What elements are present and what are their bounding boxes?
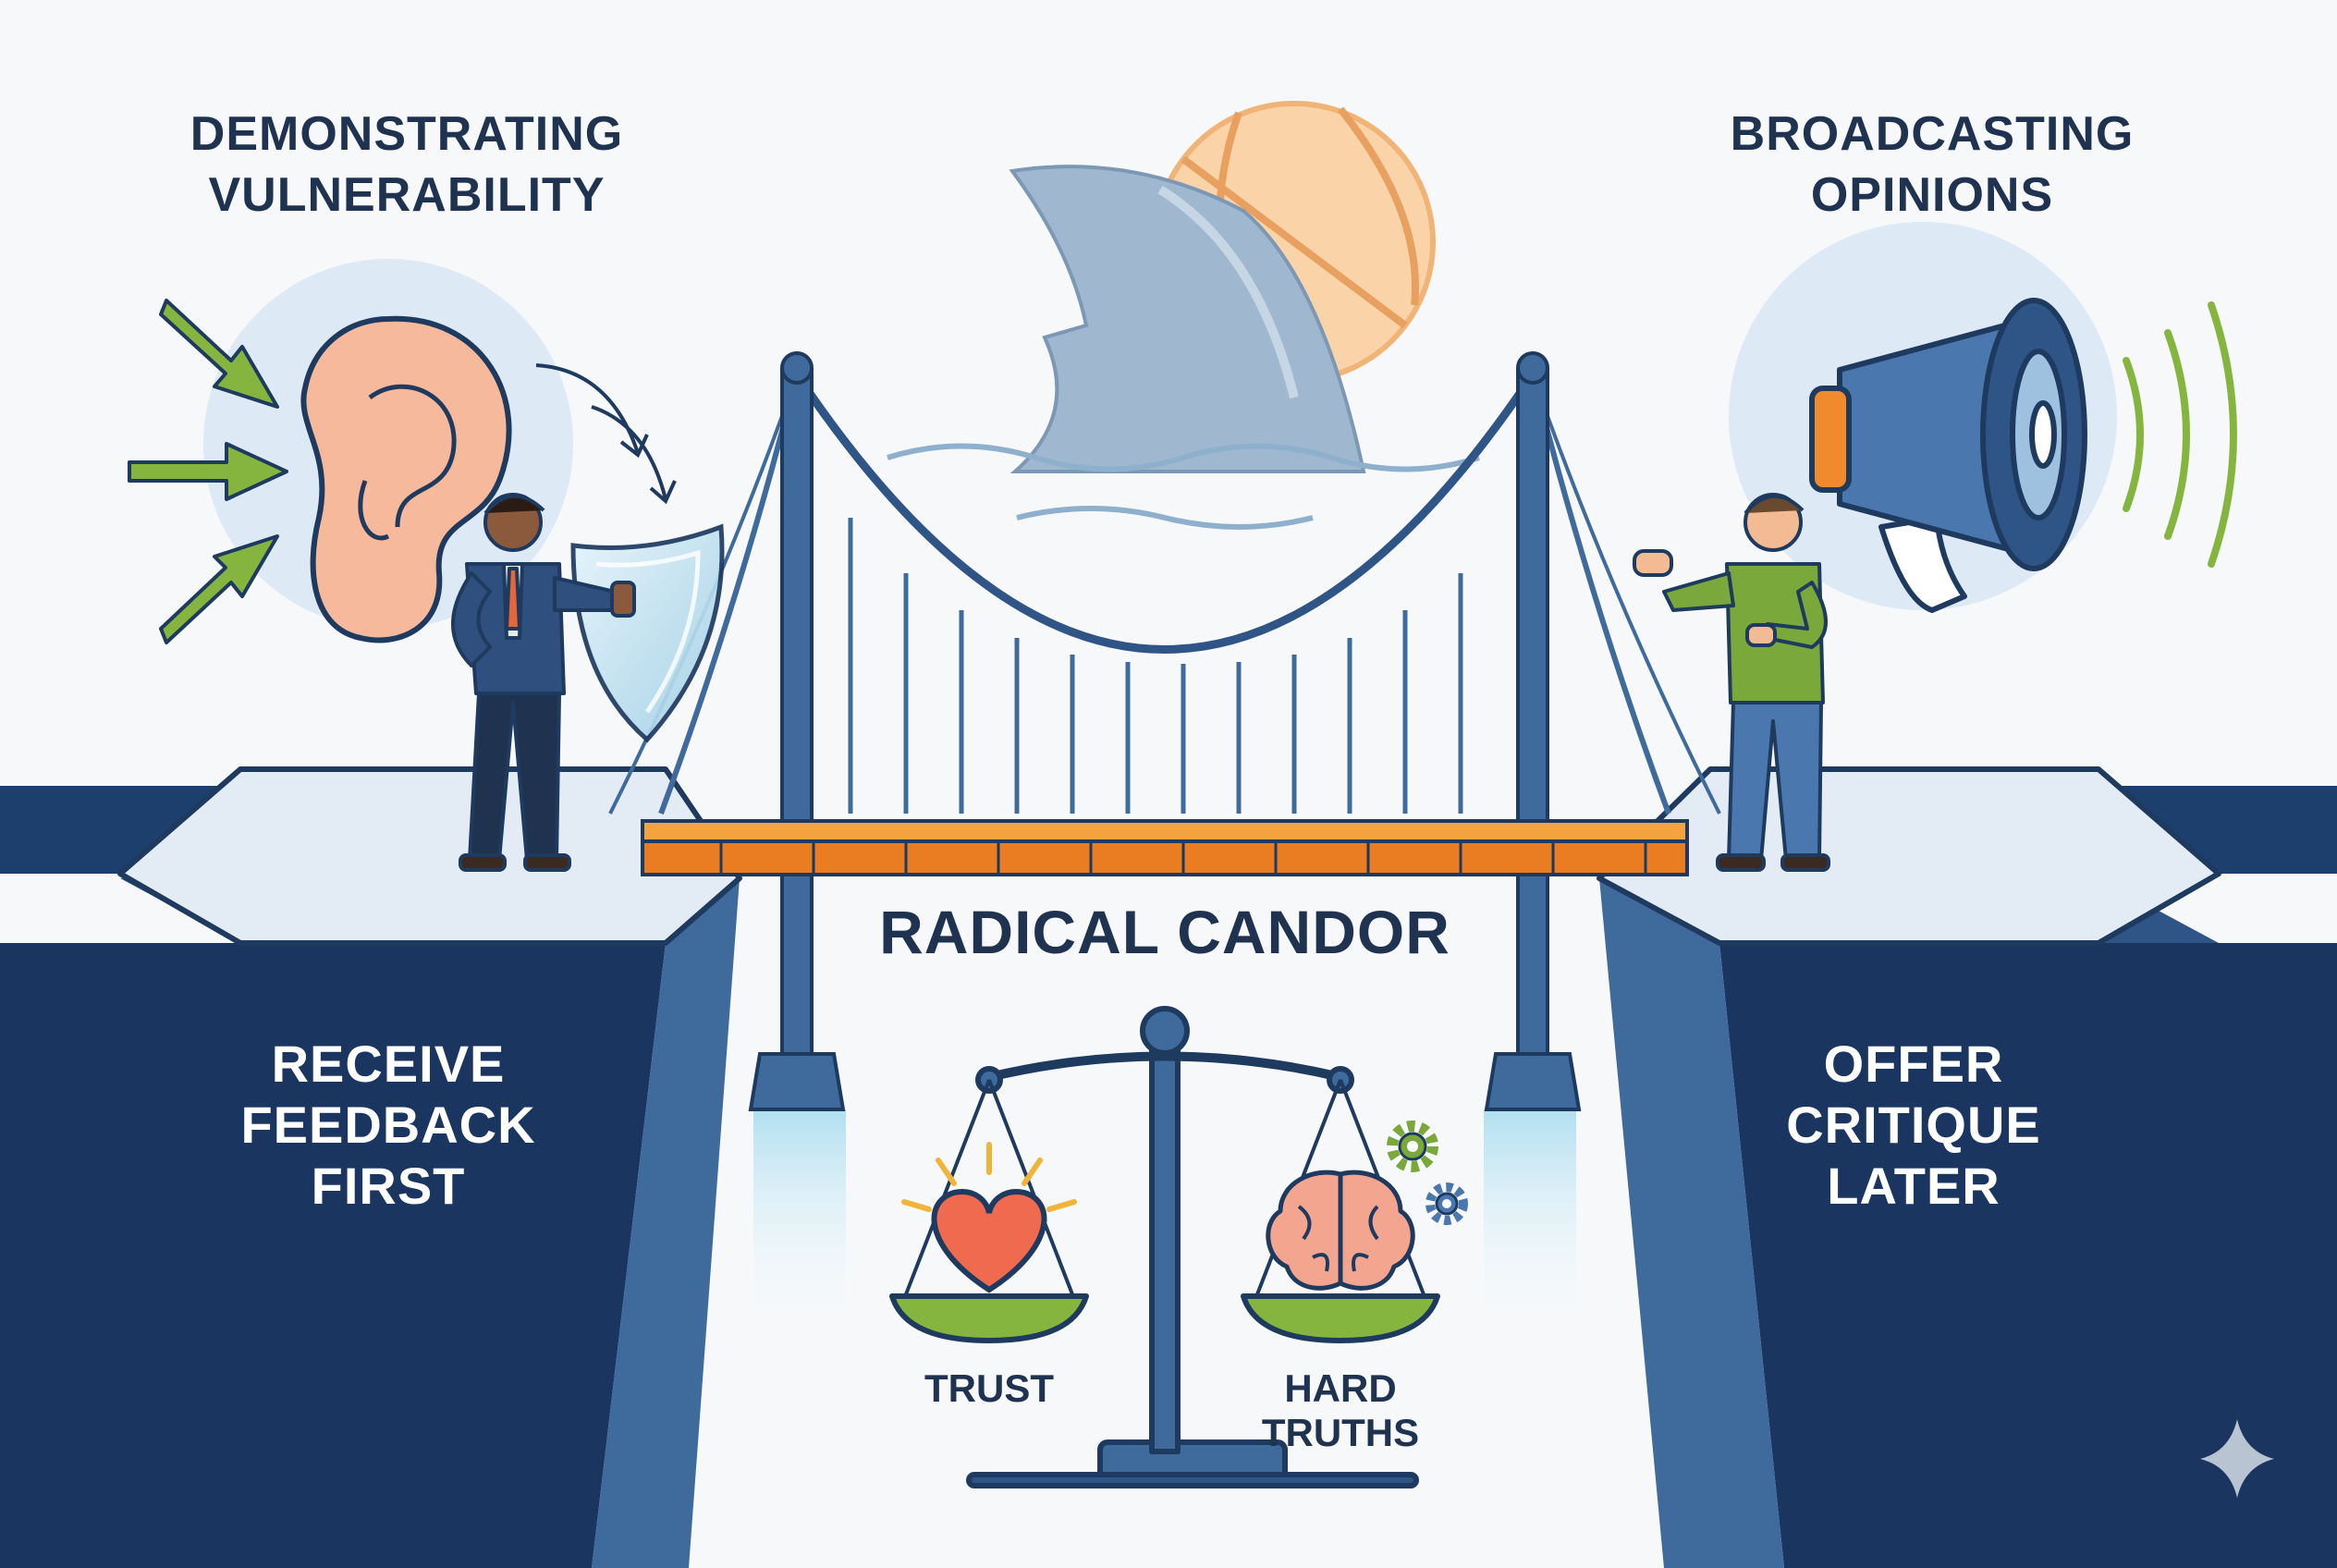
heart-icon bbox=[901, 1142, 1077, 1293]
businessman-figure bbox=[451, 493, 636, 872]
label-broadcasting-opinions: BROADCASTING OPINIONS bbox=[1730, 107, 2135, 222]
label-demonstrating-vulnerability: DEMONSTRATING VULNERABILITY bbox=[190, 107, 624, 222]
curved-arrow-icon bbox=[535, 363, 677, 505]
arrow-icon bbox=[128, 299, 288, 644]
gear-icon bbox=[1387, 1121, 1468, 1225]
brain-icon bbox=[1266, 1170, 1415, 1291]
casual-man-figure bbox=[1633, 493, 1830, 872]
label-hard-truths: HARD TRUTHS bbox=[1261, 1366, 1420, 1454]
left-cliff bbox=[0, 766, 742, 1568]
label-receive-feedback-first: RECEIVE FEEDBACK FIRST bbox=[240, 1035, 536, 1215]
suspension-bridge bbox=[608, 351, 1721, 1111]
label-trust: TRUST bbox=[924, 1366, 1054, 1410]
tower-glow-right bbox=[1484, 1109, 1576, 1341]
sparkle-icon bbox=[2200, 1419, 2274, 1498]
ear-icon bbox=[300, 315, 512, 643]
label-radical-candor: RADICAL CANDOR bbox=[879, 898, 1450, 966]
right-cliff bbox=[1597, 766, 2337, 1568]
label-offer-critique-later: OFFER CRITIQUE LATER bbox=[1786, 1035, 2041, 1215]
shield-icon bbox=[570, 523, 725, 743]
water-wave-icon bbox=[887, 443, 1480, 530]
shark-fin-icon bbox=[1009, 165, 1366, 473]
megaphone-icon bbox=[1809, 298, 2087, 613]
tower-glow-left bbox=[753, 1109, 846, 1341]
balance-scale-icon bbox=[889, 1006, 1440, 1488]
sound-wave-icon bbox=[2123, 301, 2237, 568]
